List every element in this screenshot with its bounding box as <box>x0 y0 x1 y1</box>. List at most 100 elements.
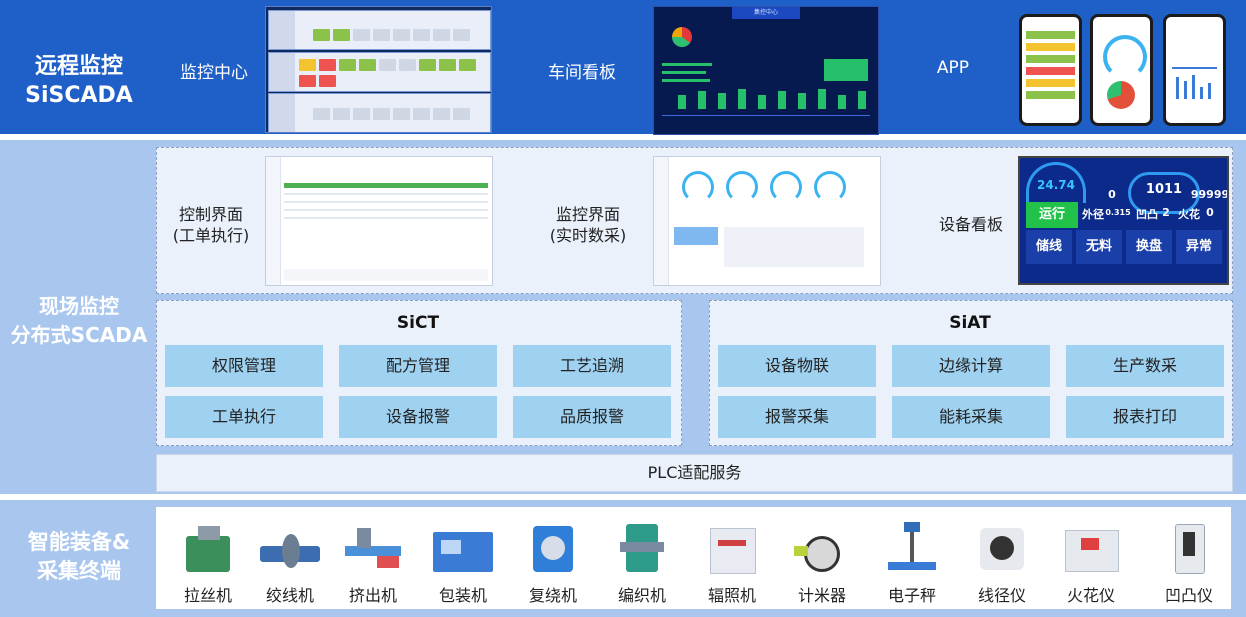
device-label: 凹凸仪 <box>1164 586 1213 605</box>
board-spark-label: 火花 <box>1178 208 1200 221</box>
siat-module: 生产数采 <box>1066 345 1224 387</box>
workshop-board-screenshot: 集控中心 <box>653 6 879 135</box>
monitor-ui-screenshot <box>653 156 881 286</box>
board-left-value: 0 <box>1108 188 1116 201</box>
monitor-ui-line1: 监控界面 <box>555 205 620 224</box>
board-abnormal: 异常 <box>1176 230 1222 264</box>
sict-module: 工单执行 <box>165 396 323 438</box>
board-diameter-label: 外径 <box>1082 208 1104 221</box>
plc-adapter-service: PLC适配服务 <box>156 454 1233 492</box>
device-label: 挤出机 <box>348 586 397 605</box>
device-label: 电子秤 <box>887 586 936 605</box>
device-stranding-machine: 绞线机 <box>245 510 335 610</box>
device-rewinding-machine: 复绕机 <box>508 510 598 610</box>
meter-counter-icon <box>792 522 852 576</box>
board-bump-label: 凹凸 <box>1136 208 1158 221</box>
pie-chart-icon <box>672 27 692 47</box>
monitor-center-label: 监控中心 <box>180 63 248 83</box>
device-label: 线径仪 <box>977 586 1026 605</box>
monitor-ui-label: 监控界面 (实时数采) <box>537 204 639 246</box>
board-no-material: 无料 <box>1076 230 1122 264</box>
device-board-label: 设备看板 <box>938 215 1003 234</box>
field-monitoring-title: 现场监控 分布式SCADA <box>0 292 158 350</box>
device-meter-counter: 计米器 <box>777 510 867 610</box>
rewinding-machine-icon <box>523 522 583 576</box>
siat-module: 报警采集 <box>718 396 876 438</box>
machine-row <box>268 93 491 132</box>
device-label: 包装机 <box>438 586 487 605</box>
drawing-machine-icon <box>178 522 238 576</box>
app-phone-screenshot <box>1019 14 1082 126</box>
board-reel-change: 换盘 <box>1126 230 1172 264</box>
pie-chart-icon <box>1107 81 1135 109</box>
device-bump-detector: 凹凸仪 <box>1144 510 1234 610</box>
board-diameter: 0.315 <box>1105 208 1131 217</box>
control-ui-line2: (工单执行) <box>172 226 250 245</box>
remote-title-line2: SiSCADA <box>25 83 133 108</box>
device-drawing-machine: 拉丝机 <box>163 510 253 610</box>
workshop-board-label: 车间看板 <box>548 63 616 83</box>
devices-section-title: 智能装备& 采集终端 <box>0 528 158 586</box>
device-label: 辐照机 <box>707 586 756 605</box>
bump-detector-icon <box>1159 522 1219 576</box>
board-spark: 0 <box>1206 206 1214 219</box>
board-run-status: 运行 <box>1026 202 1078 228</box>
siat-module: 能耗采集 <box>892 396 1050 438</box>
electronic-scale-icon <box>882 522 942 576</box>
app-phone-screenshot <box>1163 14 1226 126</box>
board-store: 储线 <box>1026 230 1072 264</box>
braiding-machine-icon <box>612 522 672 576</box>
monitor-ui-line2: (实时数采) <box>549 226 627 245</box>
device-label: 编织机 <box>617 586 666 605</box>
irradiation-machine-icon <box>702 522 762 576</box>
sict-module: 品质报警 <box>513 396 671 438</box>
board-total: 99999 <box>1190 188 1229 201</box>
remote-title-line1: 远程监控 <box>34 54 123 79</box>
device-label: 拉丝机 <box>183 586 232 605</box>
sict-module: 配方管理 <box>339 345 497 387</box>
sict-module: 设备报警 <box>339 396 497 438</box>
devices-panel <box>156 507 1231 609</box>
siat-module: 边缘计算 <box>892 345 1050 387</box>
board-count: 1011 <box>1145 182 1183 197</box>
extruder-icon <box>343 522 403 576</box>
siat-module: 设备物联 <box>718 345 876 387</box>
device-label: 火花仪 <box>1066 586 1115 605</box>
device-electronic-scale: 电子秤 <box>867 510 957 610</box>
device-label: 绞线机 <box>265 586 314 605</box>
stranding-machine-icon <box>260 522 320 576</box>
control-ui-line1: 控制界面 <box>178 205 243 224</box>
device-label: 计米器 <box>797 586 846 605</box>
device-board-screenshot: 24.74 1011 99999 0 运行 外径 0.315 凹凸 2 火花 0… <box>1018 156 1229 285</box>
control-ui-label: 控制界面 (工单执行) <box>160 204 262 246</box>
workshop-board-header: 集控中心 <box>732 7 800 19</box>
device-label: 复绕机 <box>528 586 577 605</box>
machine-row <box>268 52 491 92</box>
packaging-machine-icon <box>433 522 493 576</box>
gauge-icon <box>1103 35 1147 79</box>
sict-title: SiCT <box>396 313 440 333</box>
sict-module: 权限管理 <box>165 345 323 387</box>
device-spark-tester: 火花仪 <box>1046 510 1136 610</box>
monitor-center-screenshot <box>265 6 492 133</box>
board-bump: 2 <box>1162 206 1170 219</box>
machine-row <box>268 10 491 50</box>
device-irradiation-machine: 辐照机 <box>687 510 777 610</box>
app-label: APP <box>936 58 970 78</box>
device-diameter-gauge: 线径仪 <box>957 510 1047 610</box>
remote-monitoring-title: 远程监控 SiSCADA <box>0 52 158 110</box>
devices-title-line1: 智能装备& <box>27 530 131 554</box>
control-ui-screenshot <box>265 156 493 286</box>
device-packaging-machine: 包装机 <box>418 510 508 610</box>
board-speed: 24.74 <box>1037 178 1075 192</box>
diameter-gauge-icon <box>972 522 1032 576</box>
field-title-line2: 分布式SCADA <box>10 323 148 347</box>
spark-tester-icon <box>1061 522 1121 576</box>
siat-module: 报表打印 <box>1066 396 1224 438</box>
devices-title-line2: 采集终端 <box>37 559 121 583</box>
device-extruder: 挤出机 <box>328 510 418 610</box>
app-phone-screenshot <box>1090 14 1153 126</box>
siat-title: SiAT <box>949 313 991 333</box>
field-title-line1: 现场监控 <box>39 294 119 318</box>
device-braiding-machine: 编织机 <box>597 510 687 610</box>
